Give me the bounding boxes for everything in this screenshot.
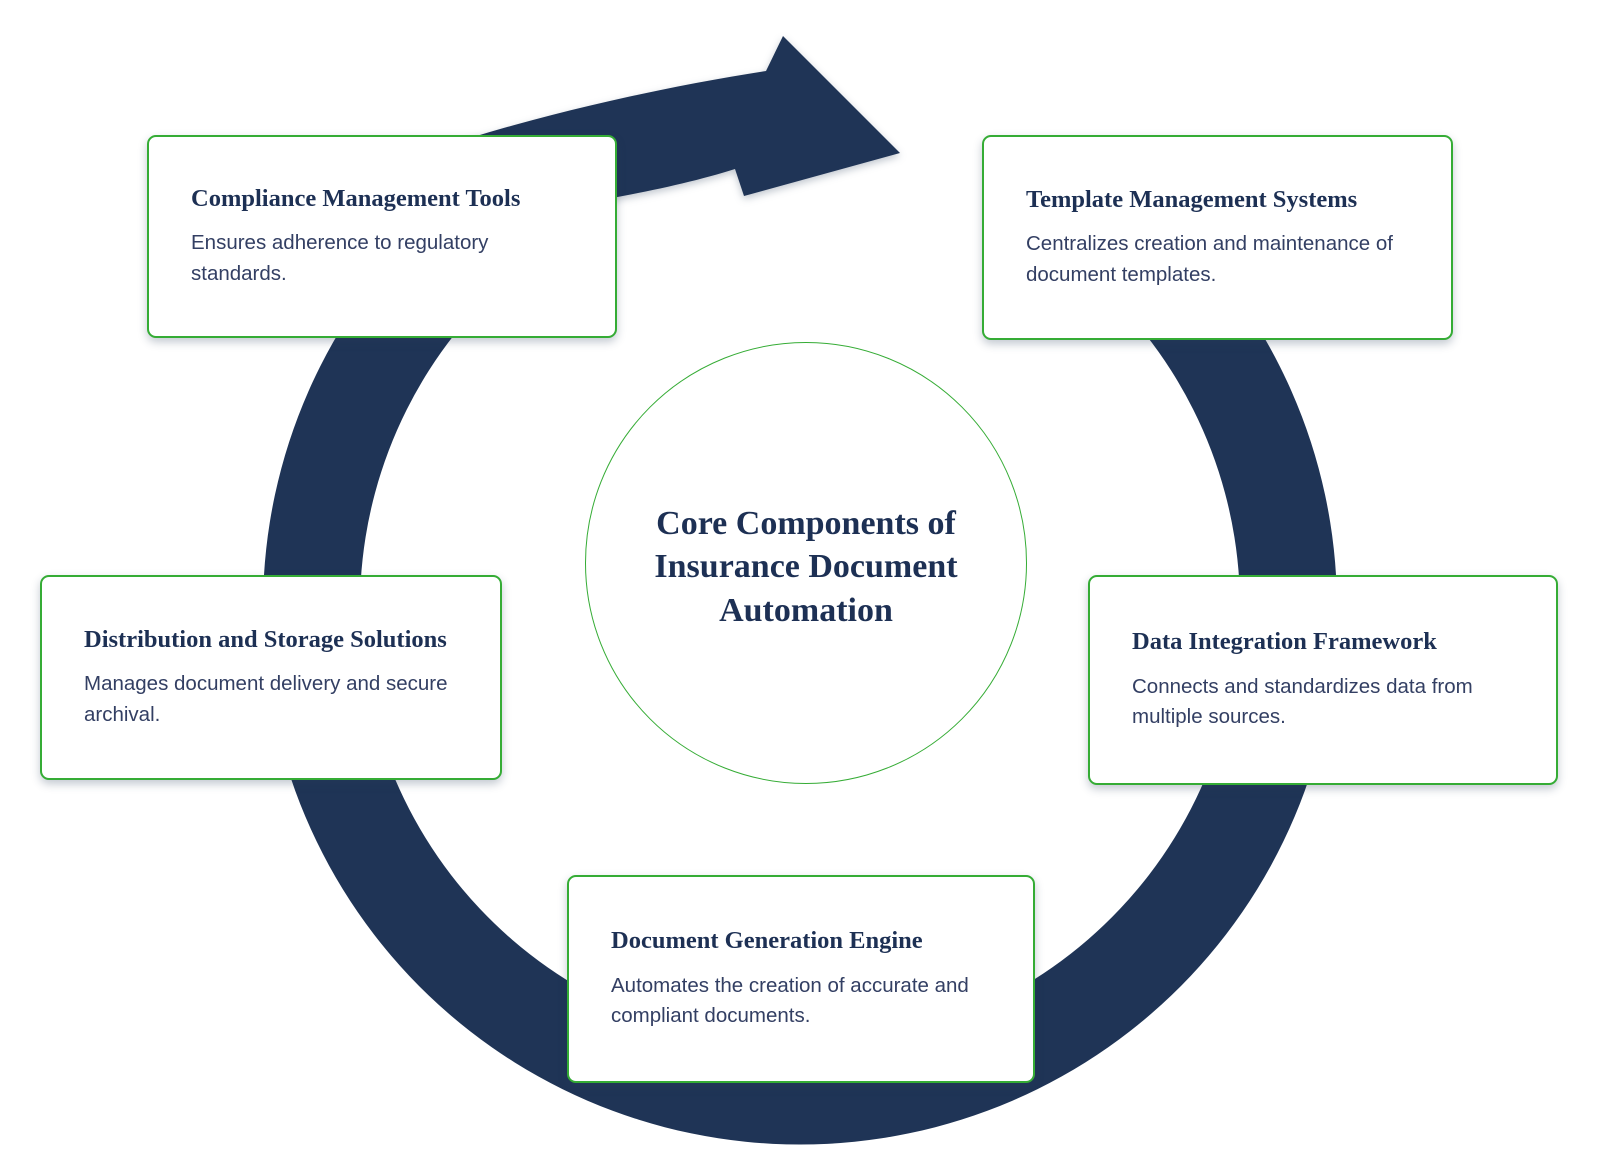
component-description: Manages document delivery and secure arc… — [84, 672, 448, 726]
component-box-data-integration-framework: Data Integration Framework Connects and … — [1088, 575, 1558, 785]
component-box-compliance-management-tools: Compliance Management Tools Ensures adhe… — [147, 135, 617, 338]
component-description: Ensures adherence to regulatory standard… — [191, 231, 489, 285]
component-title: Data Integration Framework — [1132, 628, 1437, 656]
component-description: Connects and standardizes data from mult… — [1132, 674, 1473, 729]
component-title: Document Generation Engine — [611, 927, 923, 955]
center-circle: Core Components of Insurance Document Au… — [585, 342, 1027, 784]
component-box-document-generation-engine: Document Generation Engine Automates the… — [567, 875, 1035, 1083]
component-box-distribution-and-storage-solutions: Distribution and Storage Solutions Manag… — [40, 575, 502, 780]
component-title: Compliance Management Tools — [191, 184, 521, 212]
diagram-title: Core Components of Insurance Document Au… — [654, 504, 958, 629]
component-box-template-management-systems: Template Management Systems Centralizes … — [982, 135, 1453, 340]
component-title: Distribution and Storage Solutions — [84, 625, 447, 653]
component-description: Automates the creation of accurate and c… — [611, 973, 969, 1028]
component-title: Template Management Systems — [1026, 185, 1358, 213]
component-description: Centralizes creation and maintenance of … — [1026, 232, 1393, 286]
